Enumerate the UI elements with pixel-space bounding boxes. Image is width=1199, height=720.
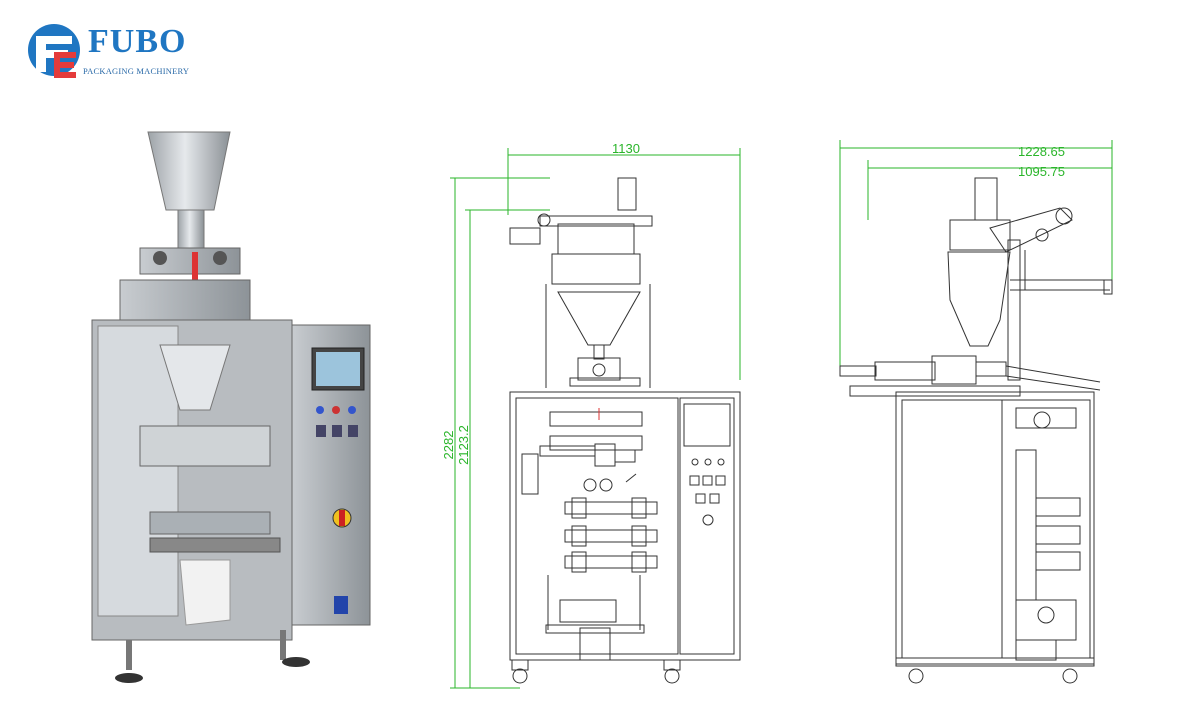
front-view-drawing: 1130 2282 2123.2	[441, 141, 741, 689]
side-inner-width-label: 1095.75	[1018, 164, 1065, 179]
front-dimension-lines	[450, 148, 741, 689]
front-machine-outline	[509, 177, 741, 684]
brand-name: FUBO	[88, 23, 187, 60]
side-machine-outline	[839, 177, 1113, 684]
brand-tagline: PACKAGING MACHINERY	[83, 66, 190, 76]
front-width-label: 1130	[612, 141, 640, 156]
fubo-logo-icon	[28, 24, 80, 78]
machine-photo	[91, 131, 371, 683]
side-dimension-lines	[839, 140, 1113, 370]
side-outer-width-label: 1228.65	[1018, 144, 1065, 159]
side-view-drawing: 1228.65 1095.75	[839, 140, 1113, 684]
front-inner-height-label: 2123.2	[456, 425, 471, 465]
front-total-height-label: 2282	[441, 431, 456, 460]
